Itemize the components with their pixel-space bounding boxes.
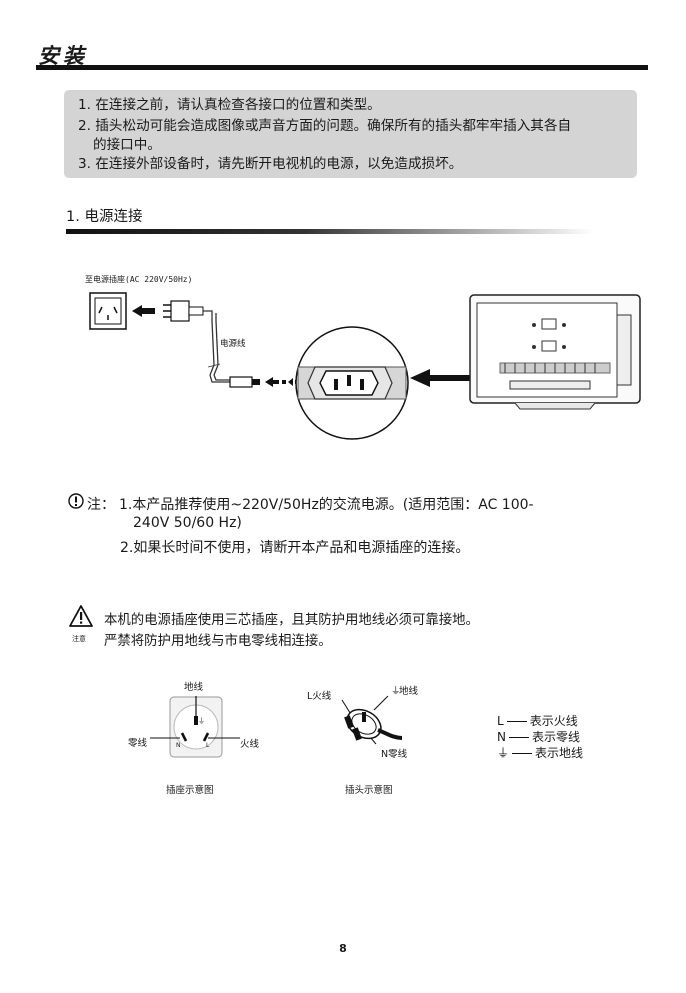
dashed-arrow-icon [265, 377, 298, 387]
notice-line-2: 2. 插头松动可能会造成图像或声音方面的问题。确保所有的插头都牢牢插入其各自 [78, 118, 572, 134]
plug-live-label: L火线 [307, 691, 332, 702]
socket-pin-l: L [206, 742, 210, 749]
legend-text: 表示地线 [535, 746, 584, 760]
tv-back-icon [469, 294, 641, 410]
legend-item-live: L 表示火线 [497, 712, 578, 729]
section-rule [66, 229, 594, 234]
plug-ground-label: 地线 [399, 686, 419, 697]
outlet-label: 至电源插座(AC 220V/50Hz) [85, 275, 193, 284]
page-number: 8 [339, 942, 347, 955]
notice-line-4: 3. 在连接外部设备时，请先断开电视机的电源，以免造成损坏。 [78, 156, 463, 172]
warning-line-1: 本机的电源插座使用三芯插座，且其防护用地线必须可靠接地。 [104, 613, 479, 628]
power-cable-line [203, 310, 230, 383]
legend-text: 表示火线 [529, 714, 578, 728]
plug-neutral-label: N零线 [381, 749, 408, 760]
power-connection-diagram [89, 292, 641, 440]
arrow-left-large-icon [410, 369, 512, 387]
iec-connector-icon [229, 376, 260, 388]
plug-icon [163, 300, 204, 322]
notes-prefix: 注： [87, 497, 115, 513]
socket-caption: 插座示意图 [166, 785, 214, 796]
warning-icon-caption: 注意 [72, 635, 86, 643]
wall-outlet-icon [89, 292, 127, 330]
legend-dash [512, 753, 533, 754]
legend-symbol: N [497, 730, 506, 744]
legend-item-neutral: N 表示零线 [497, 728, 580, 745]
socket-diagram [150, 696, 240, 758]
note-line-1: 1.本产品推荐使用~220V/50Hz的交流电源。(适用范围：AC 100- [119, 497, 534, 513]
exclamation-icon [68, 493, 84, 509]
magnified-socket-icon [295, 326, 409, 440]
notice-line-1: 1. 在连接之前，请认真检查各接口的位置和类型。 [78, 97, 381, 113]
plug-caption: 插头示意图 [345, 785, 393, 796]
socket-neutral-label: 零线 [128, 738, 148, 749]
plug-ground-symbol: ⏚ [391, 686, 401, 697]
note-line-2: 240V 50/60 Hz) [133, 515, 242, 531]
cable-label: 电源线 [220, 339, 246, 349]
socket-ground-label: 地线 [184, 682, 204, 693]
arrow-left-icon [132, 305, 155, 317]
page-title: 安装 [38, 43, 88, 68]
warning-triangle-icon [69, 605, 93, 627]
legend-dash [506, 721, 527, 722]
socket-ground-symbol: ⏚ [198, 717, 205, 725]
socket-live-label: 火线 [240, 739, 260, 750]
legend-symbol: ⏚ [497, 746, 510, 760]
socket-pin-n: N [176, 742, 181, 749]
note-line-3: 2.如果长时间不使用，请断开本产品和电源插座的连接。 [120, 540, 470, 556]
legend-dash [508, 737, 529, 738]
legend-symbol: L [497, 714, 504, 728]
legend-item-ground: ⏚ 表示地线 [497, 744, 583, 761]
section-heading: 1. 电源连接 [66, 209, 143, 225]
warning-line-2: 严禁将防护用地线与市电零线相连接。 [104, 634, 332, 649]
notice-line-3: 的接口中。 [93, 137, 161, 153]
legend-text: 表示零线 [531, 730, 580, 744]
notice-box: 1. 在连接之前，请认真检查各接口的位置和类型。 2. 插头松动可能会造成图像或… [64, 90, 637, 178]
plug-diagram [341, 695, 403, 745]
title-rule [36, 65, 648, 70]
